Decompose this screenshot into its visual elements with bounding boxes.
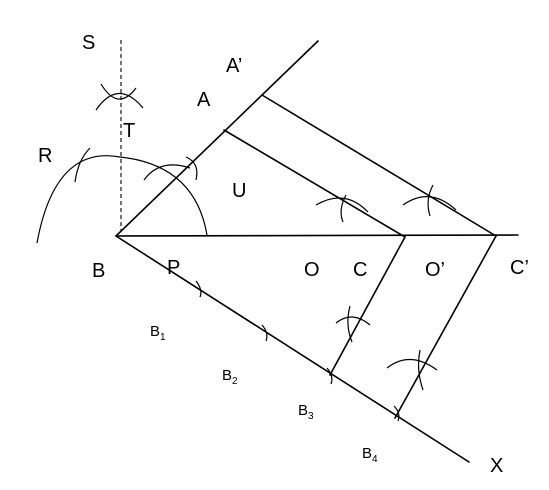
label-a-prime: A’ (226, 55, 242, 77)
arc-angle-mark-2 (185, 156, 198, 181)
ray-ba-prime (115, 40, 319, 237)
ray-bc-prime (115, 234, 519, 237)
arc-at-b4-2 (417, 349, 424, 391)
arc-at-b4-1 (386, 358, 438, 371)
arc-at-b3-1 (335, 316, 371, 326)
tick-b1 (261, 324, 268, 342)
label-x: X (490, 455, 503, 477)
label-a: A (197, 89, 211, 111)
tick-p (195, 280, 202, 298)
label-b: B (92, 260, 105, 282)
segment-c-prime-b4 (394, 235, 497, 419)
arc-at-r (74, 147, 91, 183)
label-b2: B2 (222, 367, 238, 387)
segment-a-prime-c-prime (261, 94, 497, 237)
label-b3: B3 (298, 402, 314, 422)
ray-bx (115, 235, 470, 463)
arc-at-c-prime-2 (427, 184, 434, 217)
label-c-prime: C’ (510, 257, 529, 279)
arc-at-c-2 (340, 194, 347, 223)
label-r: R (38, 145, 52, 167)
tick-b4 (393, 405, 400, 422)
label-c: C (353, 259, 367, 281)
label-o: O (304, 259, 320, 281)
segment-ac (223, 129, 406, 238)
label-o-prime: O’ (425, 259, 445, 281)
label-t: T (123, 120, 135, 142)
label-u: U (232, 180, 246, 202)
arc-at-t-lower (100, 83, 137, 100)
arc-at-c-1 (315, 197, 369, 213)
arc-at-c-prime-1 (402, 196, 457, 211)
segment-cb3 (329, 236, 406, 376)
label-p: P (167, 257, 180, 279)
tick-b3 (326, 367, 333, 385)
label-b1: B1 (150, 323, 166, 343)
label-s: S (82, 32, 95, 54)
arc-at-b3-2 (347, 305, 353, 343)
large-arc-around-b (36, 155, 208, 244)
label-b4: B4 (362, 445, 378, 465)
arc-angle-mark-1 (143, 164, 191, 181)
arc-at-t-upper (95, 92, 144, 111)
